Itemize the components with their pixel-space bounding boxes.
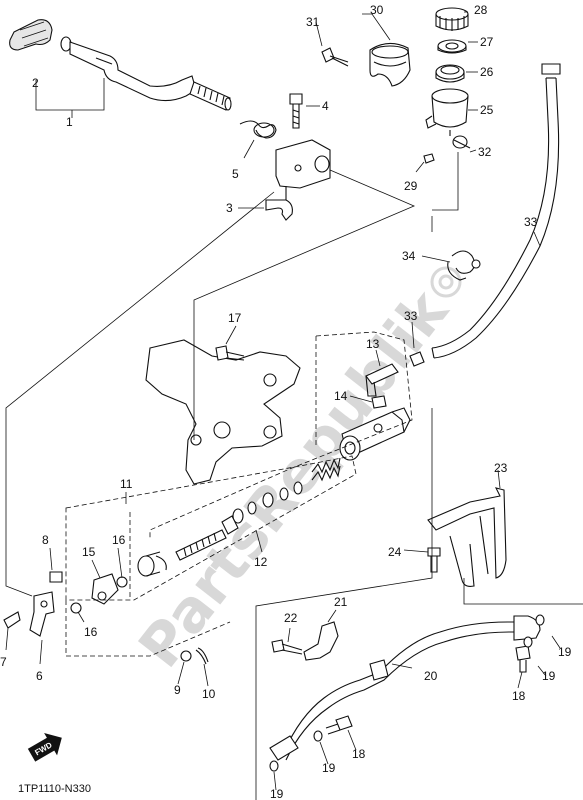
callout-33-lower: 33	[404, 309, 418, 323]
link-bolt	[3, 611, 21, 629]
pedal-link-arm	[29, 591, 55, 637]
callout-19-right-upper: 19	[558, 645, 572, 659]
callout-5: 5	[232, 167, 239, 181]
callout-28: 28	[474, 3, 488, 17]
piston-kit-spring	[311, 457, 341, 482]
washer	[180, 650, 192, 662]
callout-12: 12	[254, 555, 268, 569]
callout-16-lower: 16	[84, 625, 98, 639]
fwd-arrow-icon: FWD	[27, 732, 62, 762]
leader-lines	[5, 11, 561, 791]
callout-32: 33	[524, 215, 538, 229]
reservoir-cover	[369, 42, 411, 87]
watermark-gear-icon	[430, 266, 462, 298]
hose-clip-lower	[409, 351, 425, 367]
callout-14: 14	[334, 389, 348, 403]
callout-26: 26	[480, 65, 494, 79]
reservoir-hose	[431, 77, 560, 359]
callout-1: 1	[66, 115, 73, 129]
callout-19-right-lower: 19	[542, 669, 556, 683]
holder-bolt	[271, 639, 303, 655]
hose-assembly-outline	[255, 216, 583, 800]
callout-labels: 2 1 4 5 3 31 30 28 27 26 25 32 29 33 34 …	[0, 3, 572, 800]
union-bolt-lower	[515, 645, 531, 673]
callout-29: 29	[404, 179, 418, 193]
callout-33-upper: 32	[478, 145, 492, 159]
brake-hose	[269, 615, 541, 761]
reference-code: 1TP1110-N330	[18, 783, 91, 795]
lock-nut	[116, 576, 128, 588]
callout-24: 24	[388, 545, 402, 559]
callout-6: 6	[36, 669, 43, 683]
callout-13: 13	[366, 337, 380, 351]
callout-2: 2	[32, 76, 39, 90]
pedal-bracket	[265, 139, 331, 221]
push-rod	[175, 515, 239, 561]
callout-34: 34	[402, 249, 416, 263]
callout-20: 20	[424, 669, 438, 683]
callout-11: 11	[120, 477, 133, 491]
callout-3: 3	[226, 201, 233, 215]
master-cylinder-kit-outline	[149, 331, 413, 538]
copper-washers	[269, 614, 545, 772]
clevis-joint	[91, 573, 119, 605]
callout-19-bottom-mid: 19	[322, 761, 336, 775]
callout-22: 22	[284, 611, 298, 625]
pedal-to-cylinder-reference	[5, 169, 416, 597]
clevis-pin	[49, 571, 63, 583]
callout-27: 27	[480, 35, 494, 49]
master-cylinder-hose-joint	[365, 363, 399, 397]
reservoir-cap	[435, 7, 469, 31]
callout-19-bottom-left: 19	[270, 787, 284, 800]
callout-8: 8	[42, 533, 49, 547]
union-bolt	[371, 395, 387, 409]
callout-15: 15	[82, 545, 96, 559]
callout-4: 4	[322, 99, 329, 113]
callout-7: 7	[0, 655, 7, 669]
callout-25: 25	[480, 103, 494, 117]
hose-clamp-upper	[541, 63, 561, 75]
union-bolt-rear	[325, 715, 353, 735]
piston-kit-outline	[65, 455, 357, 657]
callout-17: 17	[228, 311, 242, 325]
piston-kit-parts	[232, 481, 303, 524]
callout-31: 31	[306, 15, 320, 29]
callout-9: 9	[174, 683, 181, 697]
hose-guide-bracket	[427, 487, 507, 587]
diaphragm	[435, 64, 465, 83]
callout-23: 23	[494, 461, 508, 475]
cap-plate	[437, 39, 467, 54]
pedal-bolt	[289, 93, 303, 129]
cover-screw	[321, 47, 349, 67]
callout-10: 10	[202, 687, 216, 701]
guide-bolt	[427, 547, 441, 573]
cotter-pin	[195, 647, 209, 665]
reservoir-grommet	[423, 153, 435, 164]
hose-holder	[447, 250, 481, 281]
reservoir-tank	[425, 88, 469, 136]
bracket-bolt	[215, 345, 245, 361]
pedal-return-spring	[239, 120, 277, 139]
callout-18-bottom: 18	[352, 747, 366, 761]
callout-21: 21	[334, 595, 348, 609]
reservoir-clip	[452, 135, 471, 149]
link-washer	[70, 602, 82, 614]
callout-18-right: 18	[512, 689, 526, 703]
boot	[137, 551, 167, 577]
hose-holder-clamp	[303, 621, 339, 661]
callout-16-upper: 16	[112, 533, 126, 547]
brake-pedal	[9, 19, 232, 111]
callout-30: 30	[370, 3, 384, 17]
